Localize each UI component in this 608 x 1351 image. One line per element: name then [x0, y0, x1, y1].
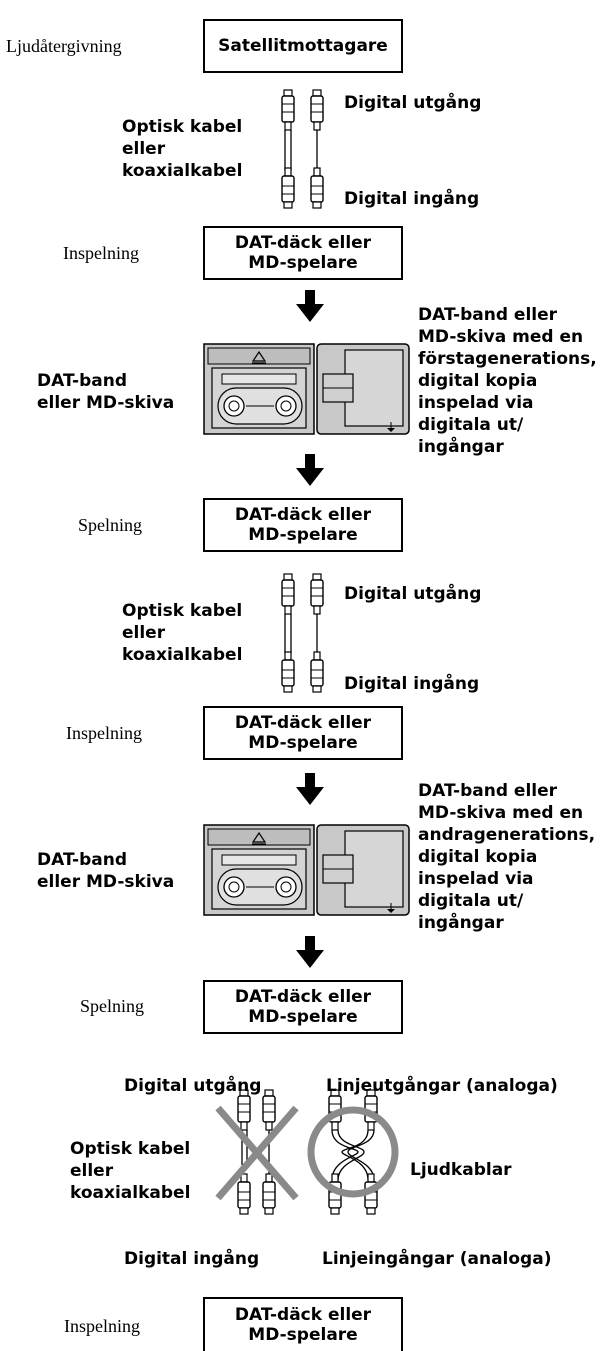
digital-output-label: Digital utgång	[124, 1076, 262, 1096]
arrow-down-icon	[296, 290, 324, 322]
arrow-down-icon	[296, 454, 324, 486]
analog-output-label: Linjeutgångar (analoga)	[326, 1076, 558, 1096]
cable-label: Optisk kabel eller koaxialkabel	[122, 117, 243, 181]
prohibited-cross-icon	[215, 1105, 299, 1201]
player-box: DAT-däck eller MD-spelare	[203, 498, 403, 552]
playback-stage-label: Spelning	[80, 996, 145, 1016]
analog-input-label: Linjeingångar (analoga)	[322, 1249, 552, 1269]
audio-cables-label: Ljudkablar	[410, 1160, 512, 1180]
copy-description: DAT-band eller MD-skiva med en andragene…	[418, 781, 596, 933]
recorder-box: DAT-däck eller MD-spelare	[203, 226, 403, 280]
cable-label: Optisk kabel eller koaxialkabel	[70, 1139, 191, 1203]
digital-input-label: Digital ingång	[344, 674, 480, 694]
recorder-box: DAT-däck eller MD-spelare	[203, 1297, 403, 1351]
dat-cassette-icon	[203, 343, 315, 435]
arrow-down-icon	[296, 773, 324, 805]
digital-cable-2	[281, 573, 324, 693]
cable-label: Optisk kabel eller koaxialkabel	[122, 601, 243, 665]
playback-stage-label: Spelning	[78, 515, 143, 535]
md-disc-icon	[316, 824, 410, 916]
digital-cable-1	[281, 89, 324, 209]
digital-output-label: Digital utgång	[344, 93, 482, 113]
player-box: DAT-däck eller MD-spelare	[203, 980, 403, 1034]
digital-output-label: Digital utgång	[344, 584, 482, 604]
copy-description: DAT-band eller MD-skiva med en förstagen…	[418, 305, 597, 457]
md-disc-icon	[316, 343, 410, 435]
dat-cassette-icon	[203, 824, 315, 916]
audio-cables-icon	[307, 1089, 399, 1215]
arrow-down-icon	[296, 936, 324, 968]
recording-label: Inspelning	[64, 1316, 140, 1336]
recording-label: Inspelning	[66, 723, 142, 743]
digital-input-label: Digital ingång	[344, 189, 480, 209]
playback-label: Ljudåtergivning	[6, 36, 122, 56]
digital-input-label: Digital ingång	[124, 1249, 260, 1269]
media-label: DAT-band eller MD-skiva	[37, 850, 175, 892]
recorder-box: DAT-däck eller MD-spelare	[203, 706, 403, 760]
satellite-receiver-box: Satellitmottagare	[203, 19, 403, 73]
media-label: DAT-band eller MD-skiva	[37, 371, 175, 413]
recording-label: Inspelning	[63, 243, 139, 263]
